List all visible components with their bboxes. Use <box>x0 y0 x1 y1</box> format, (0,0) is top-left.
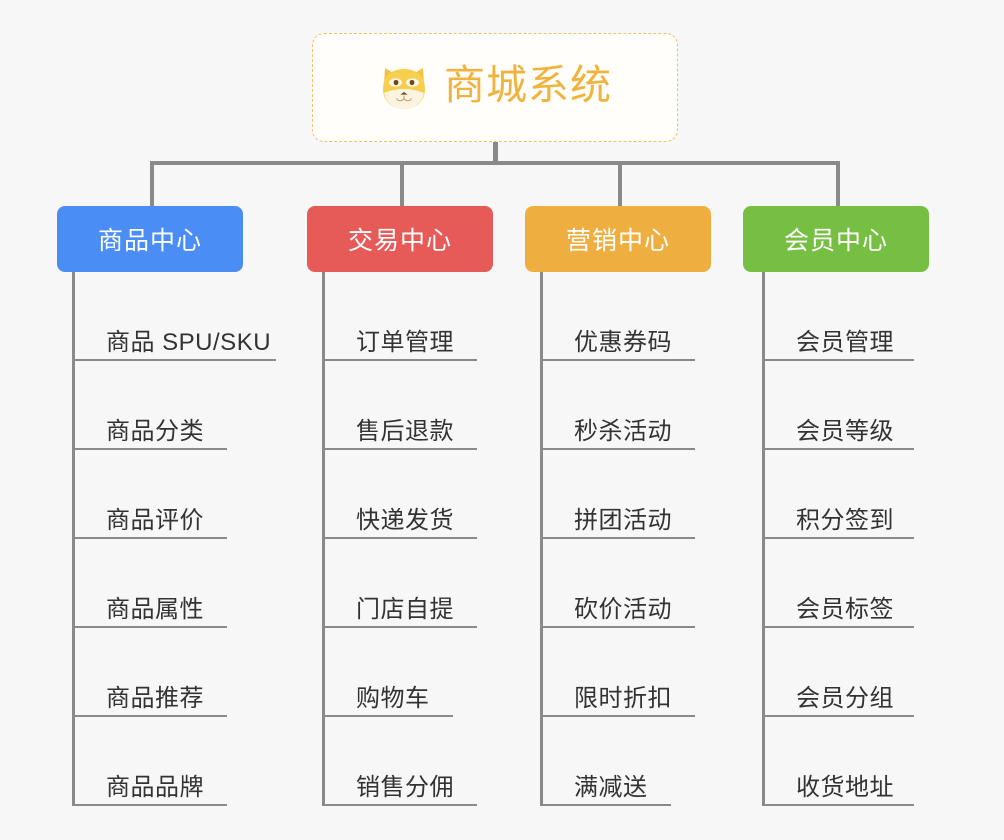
category-box-trade-center[interactable]: 交易中心 <box>307 206 493 272</box>
leaf-label: 商品品牌 <box>106 773 204 801</box>
category-label: 商品中心 <box>97 227 202 255</box>
leaf-item[interactable]: 满减送 <box>540 717 671 806</box>
leaf-item[interactable]: 商品 SPU/SKU <box>72 272 276 361</box>
leaf-label: 会员分组 <box>796 684 894 712</box>
leaf-label: 销售分佣 <box>356 773 454 801</box>
leaf-label: 订单管理 <box>356 328 454 356</box>
connector-drop-product-center <box>150 161 154 208</box>
branch-spine <box>540 272 543 806</box>
leaf-item[interactable]: 商品品牌 <box>72 717 227 806</box>
root-title: 商城系统 <box>444 62 612 108</box>
leaf-label: 优惠券码 <box>574 328 672 356</box>
leaf-label: 限时折扣 <box>574 684 672 712</box>
leaf-label: 会员管理 <box>796 328 894 356</box>
leaf-item[interactable]: 门店自提 <box>322 539 477 628</box>
leaf-label: 会员等级 <box>796 417 894 445</box>
leaf-label: 商品属性 <box>106 595 204 623</box>
leaf-label: 商品推荐 <box>106 684 204 712</box>
root-node[interactable]: 商城系统 <box>312 33 678 142</box>
leaf-label: 售后退款 <box>356 417 454 445</box>
leaf-item[interactable]: 优惠券码 <box>540 272 695 361</box>
leaf-label: 商品 SPU/SKU <box>106 328 272 356</box>
leaf-label: 商品评价 <box>106 506 204 534</box>
leaf-item[interactable]: 砍价活动 <box>540 539 695 628</box>
leaf-item[interactable]: 会员等级 <box>762 361 914 450</box>
branch-spine <box>762 272 765 806</box>
leaf-label: 砍价活动 <box>574 595 672 623</box>
category-label: 交易中心 <box>347 227 452 255</box>
leaf-label: 商品分类 <box>106 417 204 445</box>
leaf-item[interactable]: 会员分组 <box>762 628 914 717</box>
leaf-label: 满减送 <box>574 773 648 801</box>
category-label: 会员中心 <box>783 227 888 255</box>
leaf-label: 快递发货 <box>356 506 454 534</box>
leaf-item[interactable]: 商品评价 <box>72 450 227 539</box>
category-label: 营销中心 <box>565 227 670 255</box>
branch-spine <box>322 272 325 806</box>
shiba-dog-face-icon <box>378 62 430 114</box>
connector-drop-member-center <box>836 161 840 208</box>
leaf-item[interactable]: 售后退款 <box>322 361 477 450</box>
leaf-item[interactable]: 收货地址 <box>762 717 914 806</box>
leaf-item[interactable]: 积分签到 <box>762 450 914 539</box>
connector-horizontal-bus <box>150 161 840 165</box>
category-box-product-center[interactable]: 商品中心 <box>57 206 243 272</box>
leaf-label: 收货地址 <box>796 773 894 801</box>
leaf-label: 秒杀活动 <box>574 417 672 445</box>
leaf-item[interactable]: 销售分佣 <box>322 717 477 806</box>
leaf-label: 拼团活动 <box>574 506 672 534</box>
leaf-item[interactable]: 商品属性 <box>72 539 227 628</box>
leaf-item[interactable]: 购物车 <box>322 628 453 717</box>
leaf-item[interactable]: 订单管理 <box>322 272 477 361</box>
leaf-item[interactable]: 拼团活动 <box>540 450 695 539</box>
leaf-item[interactable]: 商品分类 <box>72 361 227 450</box>
leaf-label: 积分签到 <box>796 506 894 534</box>
category-box-marketing-center[interactable]: 营销中心 <box>525 206 711 272</box>
category-box-member-center[interactable]: 会员中心 <box>743 206 929 272</box>
leaf-item[interactable]: 快递发货 <box>322 450 477 539</box>
leaf-item[interactable]: 会员标签 <box>762 539 914 628</box>
connector-drop-trade-center <box>400 161 404 208</box>
leaf-item[interactable]: 限时折扣 <box>540 628 695 717</box>
connector-root-trunk <box>493 142 498 164</box>
branch-spine <box>72 272 75 806</box>
leaf-label: 门店自提 <box>356 595 454 623</box>
leaf-item[interactable]: 会员管理 <box>762 272 914 361</box>
connector-drop-marketing-center <box>618 161 622 208</box>
leaf-label: 会员标签 <box>796 595 894 623</box>
leaf-label: 购物车 <box>356 684 430 712</box>
leaf-item[interactable]: 秒杀活动 <box>540 361 695 450</box>
leaf-item[interactable]: 商品推荐 <box>72 628 227 717</box>
